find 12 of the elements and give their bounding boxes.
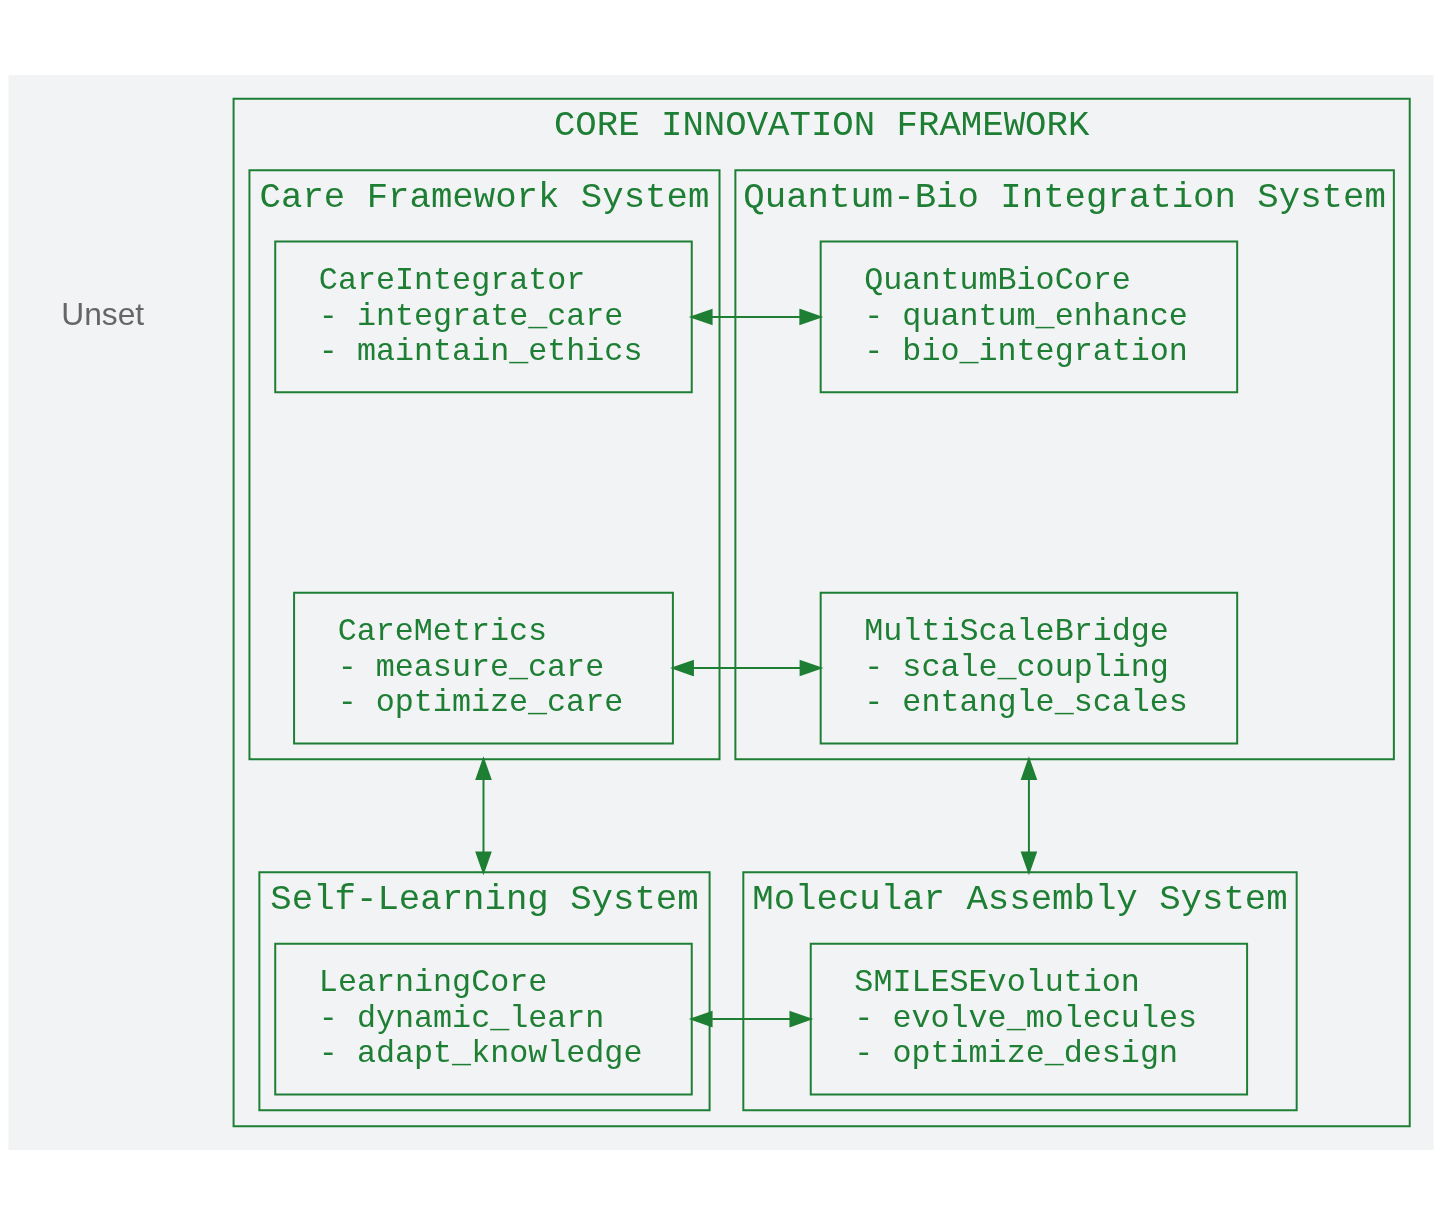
label: Unset <box>61 295 145 332</box>
node-box: LearningCore - dynamic_learn - adapt_knowledge <box>274 942 693 1095</box>
node-box: SMILESEvolution - evolve_molecules - optimize_design <box>809 942 1249 1095</box>
node-box: QuantumBioCore - quantum_enhance - bio_integration <box>819 240 1239 393</box>
node-box: MultiScaleBridge - scale_coupling - entangle_scales <box>819 591 1239 744</box>
arrow <box>475 755 492 875</box>
arrow <box>688 308 824 325</box>
arrow <box>670 659 824 676</box>
node-box: CareIntegrator - integrate_care - maintain_ethics <box>274 240 693 393</box>
arrow <box>688 1010 814 1027</box>
arrow <box>1020 755 1038 875</box>
node-box: CareMetrics - measure_care - optimize_care <box>293 591 674 744</box>
